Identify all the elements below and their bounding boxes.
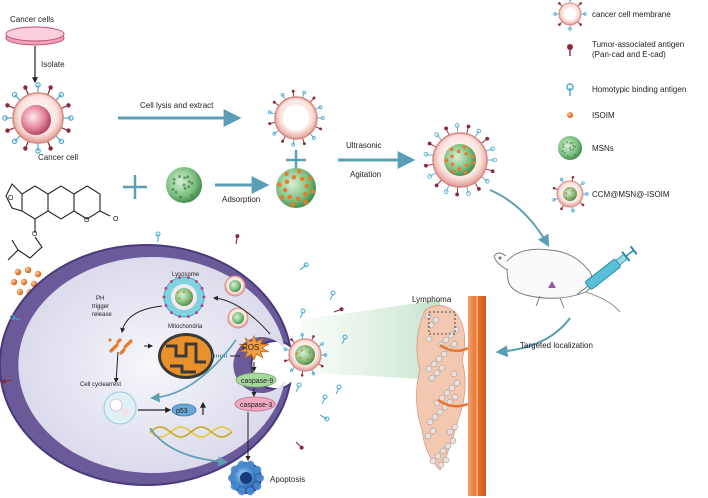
dna-icon [149,426,233,438]
caspase3-label: caspase-3 [240,402,272,409]
lymphoma-label: Lymphoma [412,295,452,304]
caspase9-label: caspase-9 [241,378,273,385]
legend-isoim-icon [567,112,573,118]
to-cycle-arrest-arrow [113,351,119,383]
ultrasonic-label: Ultrasonic [346,141,382,150]
ros-icon [238,334,270,362]
ccm-msn-isoim-icon [423,123,497,197]
petri-dish-icon [5,26,65,46]
legend-homotypic-label: Homotypic binding antigen [592,85,686,94]
apoptosis-label: Apoptosis [270,475,305,484]
agitation-label: Agitation [350,170,381,179]
trigger-label: trigger [92,304,109,310]
legend-msn-icon [558,136,582,160]
targeted-localization-label: Targeted localization [520,341,593,350]
ether-o-label: O [32,231,38,238]
syringe-icon [576,245,638,295]
cancer-cells-label: Cancer cells [10,15,54,24]
msn-isoim-icon [276,168,316,208]
lysosome-icon [162,276,206,318]
release-arrow [120,305,163,333]
isolate-label: Isolate [41,60,65,69]
ph-label: PH [96,296,104,302]
legend-membrane-icon [553,0,587,31]
carbonyl-o-label: O [113,216,119,223]
caspase3-icon [234,396,276,412]
dna-apoptosis-arrow [149,427,228,467]
cancer-cell-label: Cancer cell [38,153,78,162]
uptake-arrow [213,295,271,335]
legend-antigen-label: Tumor-associated antigen [592,40,684,49]
cell-lysis-label: Cell lysis and extract [140,101,214,110]
to-mouse-arrow [489,189,550,248]
cell-cycle-arrest-label: Cell cyclearrest [80,382,121,388]
lymphoma-tissue-icon [416,296,486,496]
arrested-cell-icon [103,391,137,425]
ros-label: ROS [242,343,259,352]
tumor-cell [0,244,292,486]
mitochondria-icon [158,333,228,379]
adsorption-label: Adsorption [222,195,260,204]
isoim-structure-icon [5,183,115,261]
legend-antigen-icon [567,44,573,56]
cell-surface-antigens [2,231,348,450]
lactone-o-label: O [84,217,90,224]
msn-sphere-icon [166,167,202,203]
zoom-region-box [428,311,456,335]
released-isoim-icon [108,338,133,355]
legend: cancer cell membrane Tumor-associated an… [552,0,686,213]
p53-icon [171,403,197,417]
plus-icon [286,150,306,170]
mitochondria-label: Mitochondria [168,324,203,330]
membrane-vesicle-icon [267,89,325,147]
mito-feedback-arrow [150,339,237,403]
furan-o-label: O [8,195,14,202]
legend-membrane-label: cancer cell membrane [592,10,671,19]
lysosome-label: Lysosome [172,272,200,278]
legend-antigen-label-2: (Pan-cad and E-cad) [592,50,666,59]
cancer-cell-icon [2,82,74,154]
caspase9-icon [235,372,277,388]
release-label: release [92,312,112,318]
zoom-beam [300,300,440,380]
legend-msn-label: MSNs [592,144,614,153]
p53-label: p53 [176,408,188,415]
legend-ccm-icon [552,175,589,213]
plus-icon-2 [123,175,147,199]
legend-homotypic-icon [566,83,574,96]
entering-ccm-icon [283,333,328,377]
internalized-ccm-2 [227,307,249,329]
legend-isoim-label: ISOIM [592,111,615,120]
targeted-localization-arrow [495,317,571,358]
internalized-ccm-1 [224,275,246,297]
apoptosis-icon [228,460,264,496]
legend-ccm-label: CCM@MSN@-ISOIM [592,190,670,199]
mouse-icon [493,248,621,313]
